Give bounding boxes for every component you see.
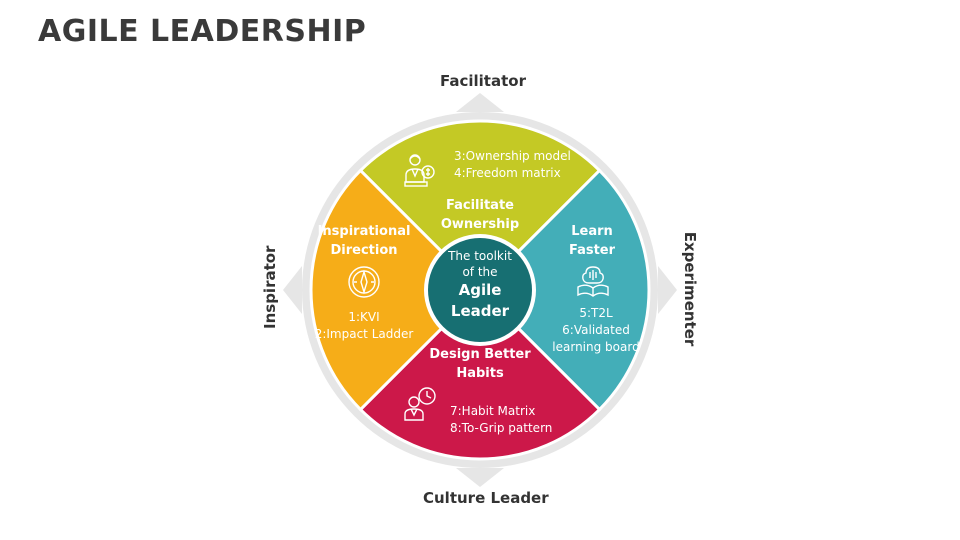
bottom-heading: Design Better Habits <box>420 345 540 383</box>
role-bottom-label: Culture Leader <box>423 489 549 507</box>
top-items: 3:Ownership model 4:Freedom matrix <box>454 148 571 182</box>
person-with-money-icon <box>404 152 436 193</box>
left-item-2: 2:Impact Ladder <box>314 327 414 341</box>
bottom-items: 7:Habit Matrix 8:To-Grip pattern <box>450 403 552 437</box>
page-title: AGILE LEADERSHIP <box>38 14 367 49</box>
bottom-pointer <box>456 468 504 487</box>
top-item-2: 4:Freedom matrix <box>454 166 561 180</box>
right-heading: Learn Faster <box>552 222 632 260</box>
left-item-1: 1:KVI <box>348 310 380 324</box>
center-line2: of the <box>462 265 498 279</box>
right-item-2: 6:Validated <box>562 323 630 337</box>
top-pointer <box>456 93 504 112</box>
center-line1: The toolkit <box>448 249 512 263</box>
bottom-heading-line1: Design Better <box>429 347 531 362</box>
left-heading: Inspirational Direction <box>310 222 418 260</box>
right-item-1: 5:T2L <box>579 306 613 320</box>
compass-icon <box>347 265 381 304</box>
right-pointer <box>658 266 677 314</box>
left-pointer <box>283 266 302 314</box>
quadrant-top <box>358 119 602 293</box>
right-heading-line1: Learn <box>571 224 613 239</box>
center-circle <box>428 238 532 342</box>
right-heading-line2: Faster <box>568 243 616 258</box>
bottom-heading-line2: Habits <box>456 366 504 381</box>
role-top-label: Facilitator <box>440 72 526 90</box>
left-heading-line1: Inspirational <box>317 224 411 239</box>
center-line4: Leader <box>450 302 510 320</box>
role-left-label: Inspirator <box>261 245 279 329</box>
top-heading-line2: Ownership <box>440 217 520 232</box>
left-items: 1:KVI 2:Impact Ladder <box>310 309 418 343</box>
quadrant-bottom <box>358 287 602 461</box>
person-clock-icon <box>402 386 438 427</box>
left-heading-line2: Direction <box>330 243 398 258</box>
bottom-item-1: 7:Habit Matrix <box>450 404 536 418</box>
quadrants <box>309 119 651 461</box>
quadrant-right <box>477 168 651 412</box>
bottom-item-2: 8:To-Grip pattern <box>450 421 553 435</box>
top-heading-line1: Facilitate <box>446 198 514 213</box>
top-heading: Facilitate Ownership <box>420 196 540 234</box>
center-text: The toolkit of the Agile Leader <box>428 248 532 322</box>
right-item-3: learning board <box>552 340 640 354</box>
role-right-label: Experimenter <box>681 231 699 347</box>
top-item-1: 3:Ownership model <box>454 149 571 163</box>
quadrant-left <box>309 168 483 412</box>
brain-book-icon <box>576 264 610 303</box>
right-items: 5:T2L 6:Validated learning board <box>548 305 644 356</box>
center-line3: Agile <box>458 281 502 299</box>
